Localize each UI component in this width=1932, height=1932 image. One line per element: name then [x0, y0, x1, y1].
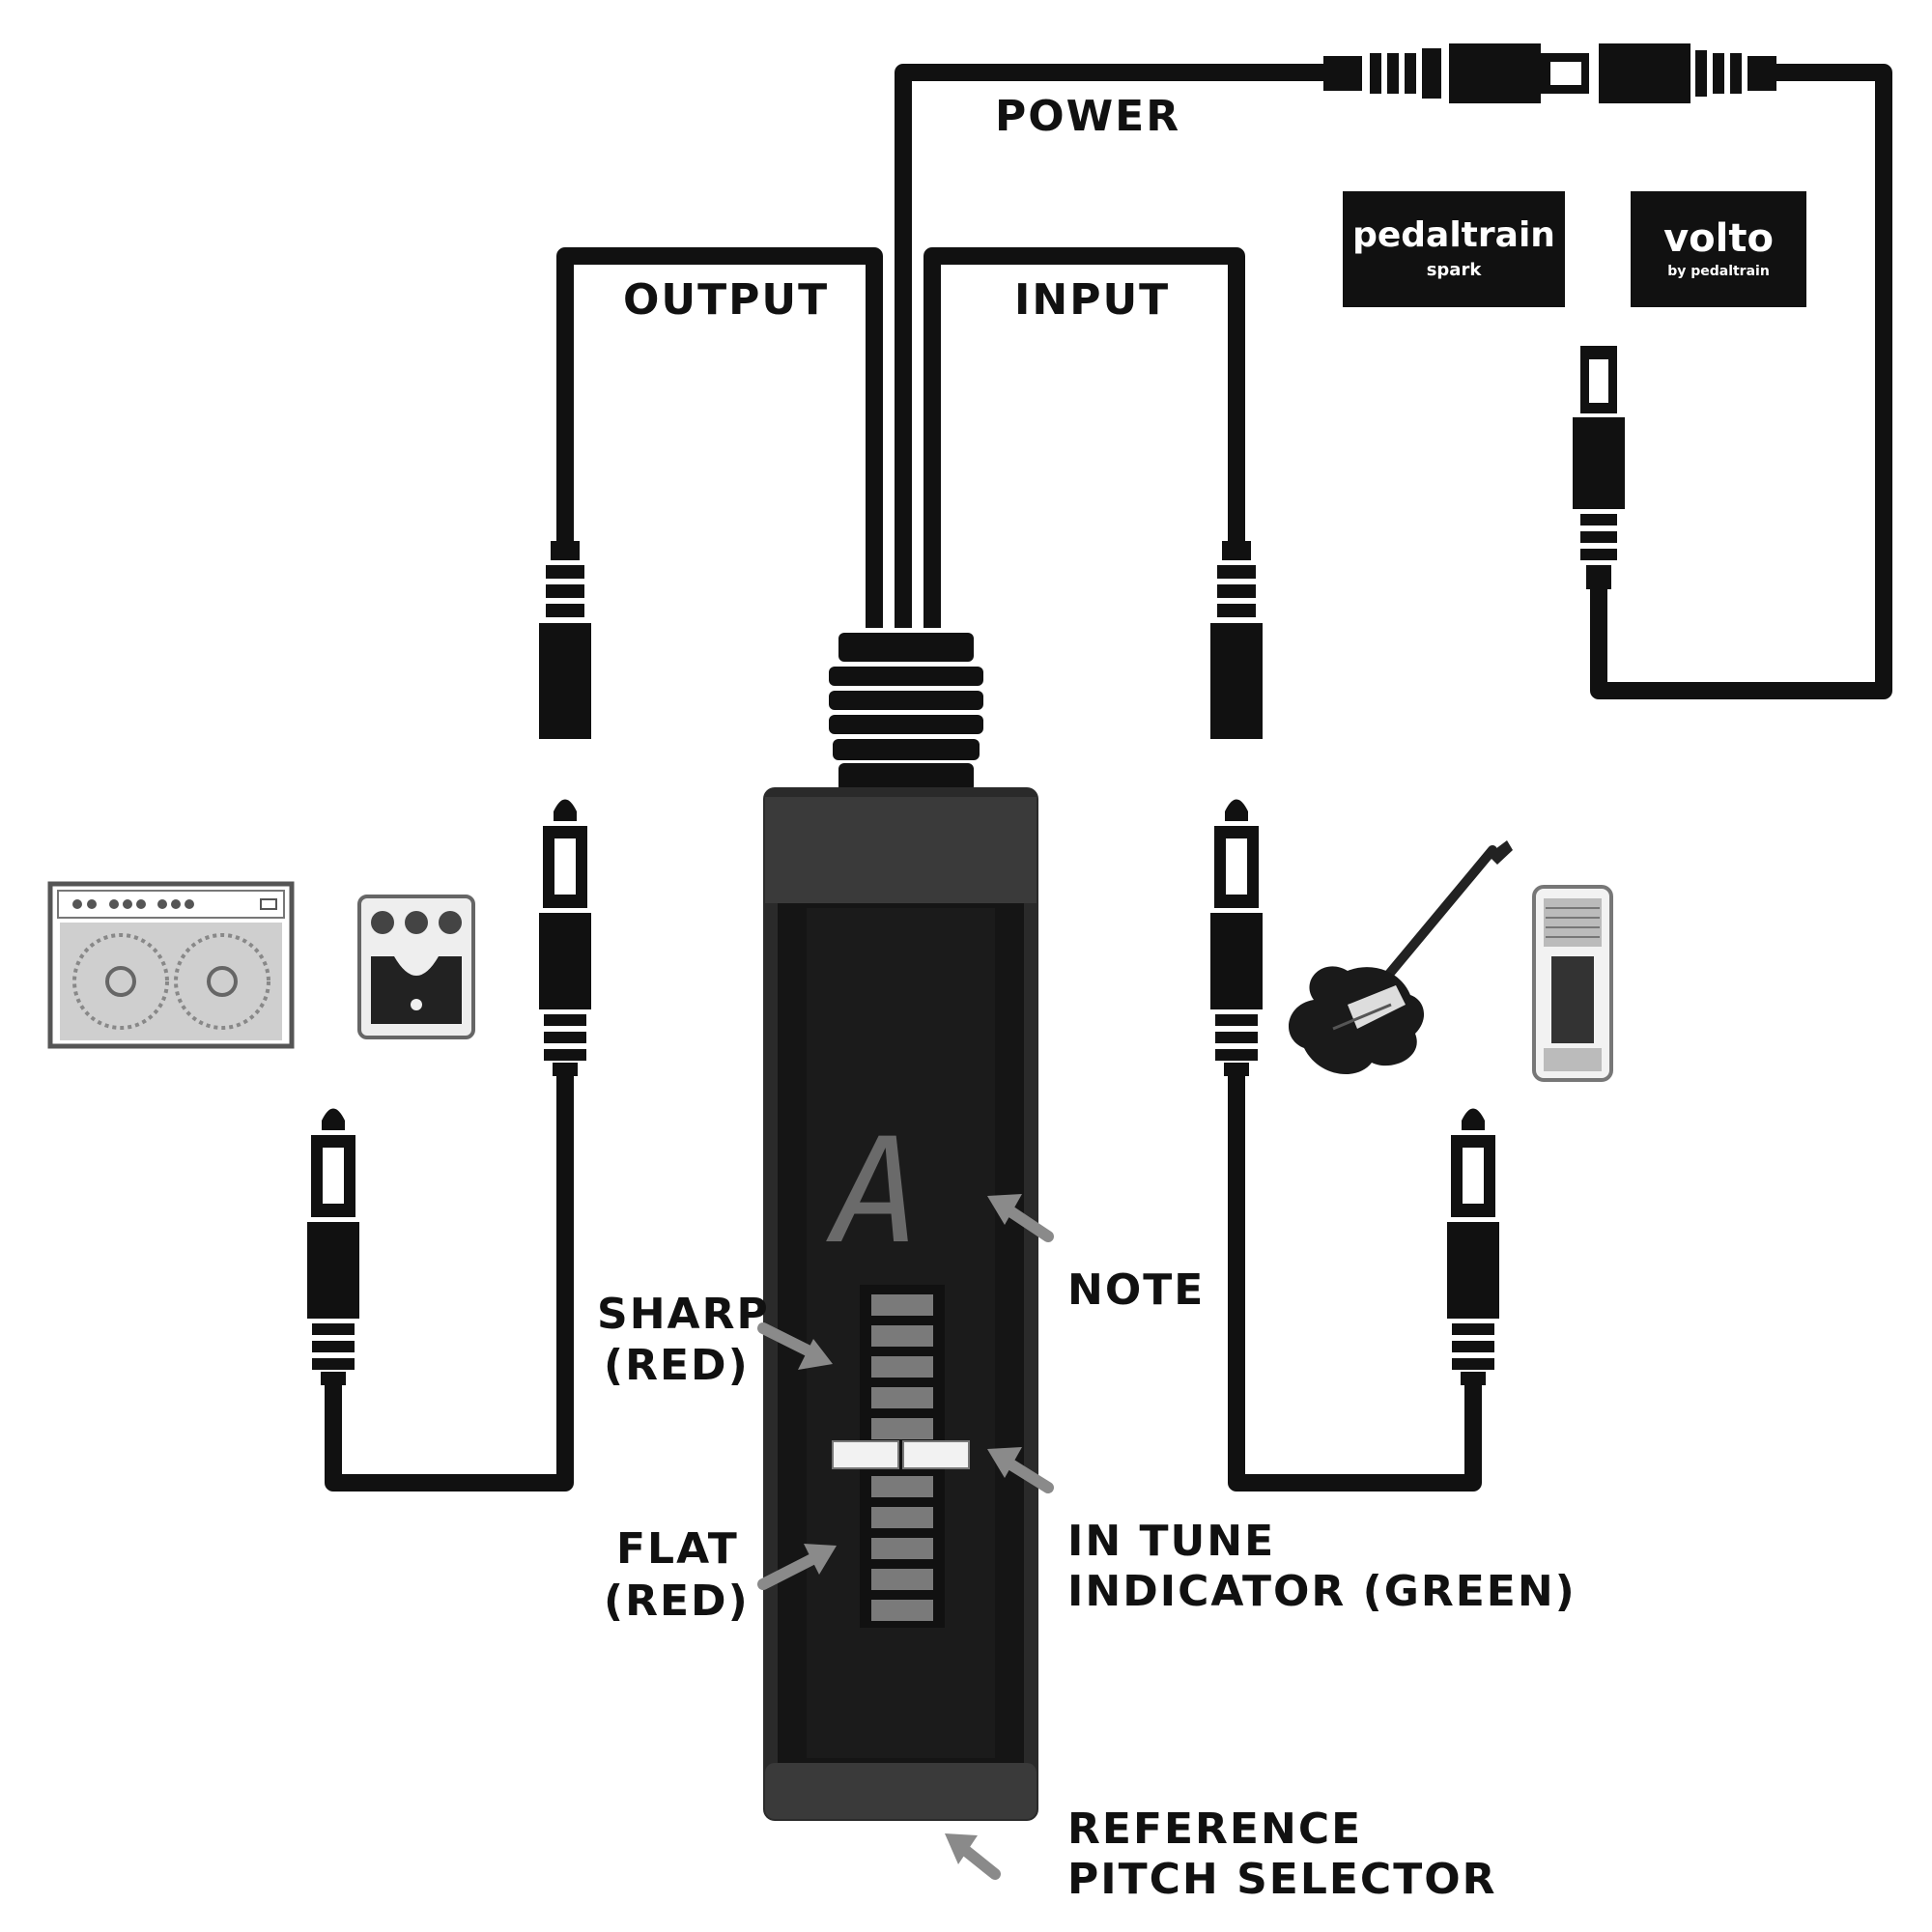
- input-label: INPUT: [1014, 275, 1170, 325]
- flat-label-line2: (RED): [604, 1577, 750, 1626]
- amp-quarter-inch-plug: [307, 1108, 359, 1385]
- input-cable-jack: [1210, 541, 1263, 739]
- volto-sub-logo-text: by pedaltrain: [1667, 264, 1770, 279]
- electric-guitar-icon: [1288, 840, 1513, 1074]
- power-dc-plug: [1323, 43, 1550, 103]
- sharp-label-line2: (RED): [604, 1341, 750, 1390]
- flat-arrow: [757, 1544, 837, 1590]
- pedaltrain-logo-text: pedaltrain: [1352, 215, 1555, 255]
- power-label: POWER: [995, 92, 1180, 141]
- note-label: NOTE: [1067, 1265, 1205, 1315]
- input-cable: [923, 247, 1245, 628]
- in-tune-label-line1: IN TUNE: [1067, 1517, 1275, 1566]
- reference-pitch-arrow: [945, 1833, 1001, 1880]
- effects-pedal-icon: [357, 895, 475, 1039]
- output-label: OUTPUT: [623, 275, 829, 325]
- pedaltrain-spark-logo: pedaltrain spark: [1343, 191, 1565, 307]
- flat-label-line1: FLAT: [616, 1524, 739, 1574]
- in-tune-indicator: [832, 1440, 970, 1469]
- output-cable-jack: [539, 541, 591, 739]
- output-cable: [556, 247, 883, 628]
- reference-label-line1: REFERENCE: [1067, 1804, 1362, 1854]
- power-supply-plug: [1531, 43, 1776, 103]
- in-tune-label-line2: INDICATOR (GREEN): [1067, 1567, 1577, 1616]
- note-display: A: [826, 1108, 921, 1276]
- power-supply-barrel-plug: [1573, 346, 1625, 589]
- volto-logo-text: volto: [1663, 216, 1774, 261]
- output-amp-cable: [325, 1072, 574, 1492]
- output-quarter-inch-plug: [539, 799, 591, 1076]
- flat-led-bar: [871, 1476, 933, 1621]
- reference-label-line2: PITCH SELECTOR: [1067, 1855, 1497, 1904]
- in-tune-arrow: [987, 1447, 1054, 1493]
- power-supply-cable: [1590, 64, 1892, 699]
- sharp-arrow: [757, 1322, 833, 1370]
- input-guitar-cable: [1228, 1072, 1482, 1492]
- wah-pedal-icon: [1532, 885, 1613, 1082]
- amplifier-icon: [47, 881, 295, 1049]
- power-cable: [895, 64, 1323, 628]
- sharp-label-line1: SHARP: [597, 1290, 770, 1339]
- guitar-quarter-inch-plug: [1447, 1108, 1499, 1385]
- input-quarter-inch-plug: [1210, 799, 1263, 1076]
- volto-logo: volto by pedaltrain: [1631, 191, 1806, 307]
- spark-logo-text: spark: [1427, 260, 1483, 280]
- note-arrow: [987, 1194, 1054, 1242]
- tuner-cable-boot: [829, 633, 983, 792]
